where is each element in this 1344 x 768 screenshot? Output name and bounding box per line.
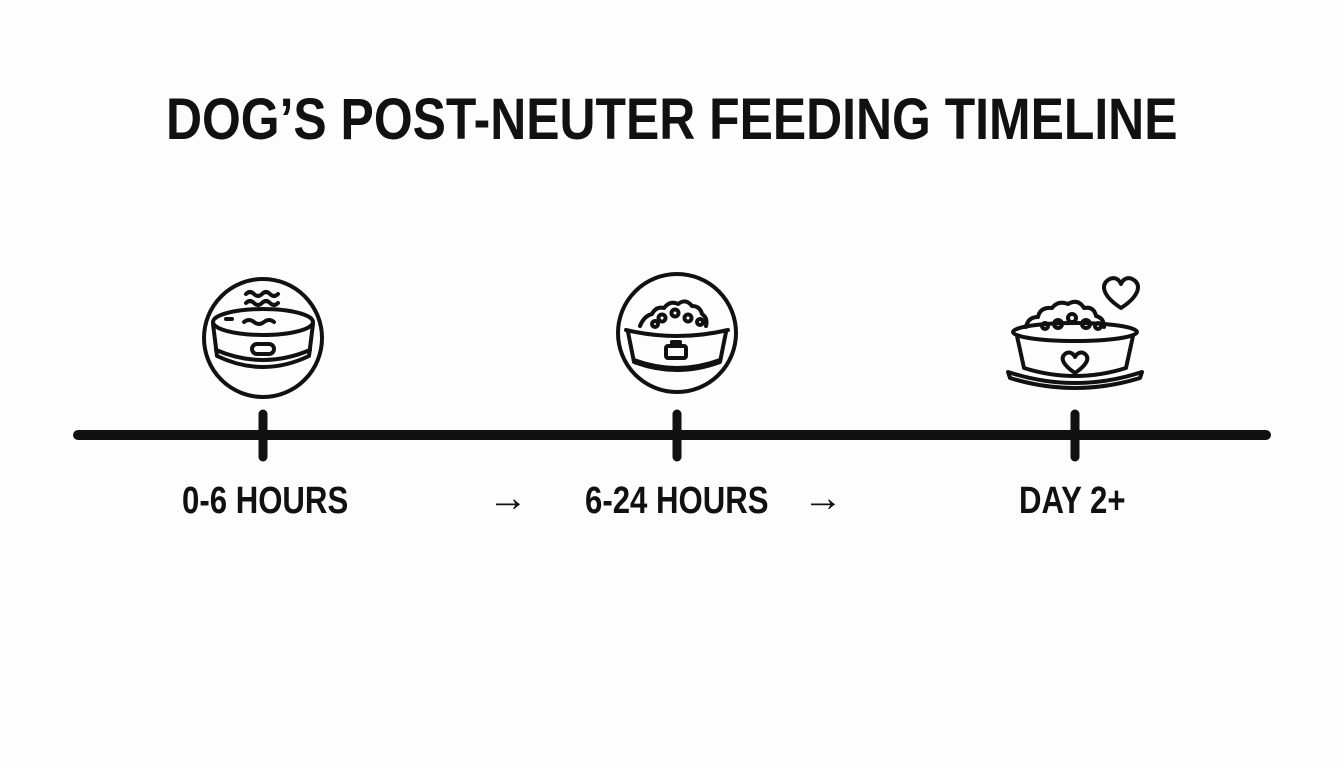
- stage-label-6-24-hours: 6-24 HOURS: [585, 480, 769, 522]
- stage-label-0-6-hours: 0-6 HOURS: [182, 480, 349, 522]
- arrow-icon: →: [488, 476, 528, 520]
- small-food-bowl-icon: [616, 272, 738, 394]
- full-food-bowl-heart-icon: [1006, 276, 1144, 390]
- page-title: DOG’S POST-NEUTER FEEDING TIMELINE: [165, 87, 1178, 152]
- water-bowl-icon: [202, 277, 324, 399]
- arrow-icon: →: [803, 476, 843, 520]
- stage-label-day-2: DAY 2+: [1019, 480, 1126, 522]
